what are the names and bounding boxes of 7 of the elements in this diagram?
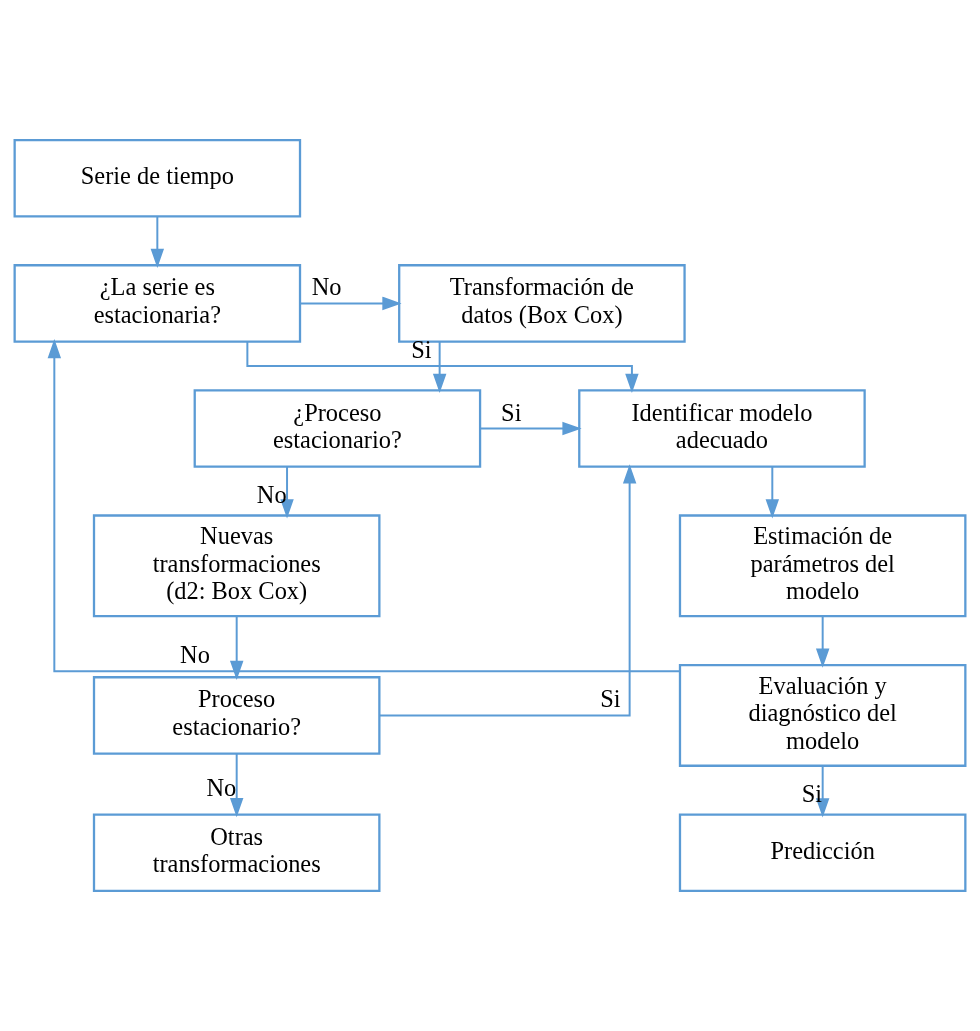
edge-label: No (311, 273, 342, 301)
edge-label: No (256, 481, 287, 509)
edge-label: Si (501, 398, 522, 426)
edge-label: No (206, 773, 237, 801)
edge-label: Si (600, 685, 621, 713)
edge-label: No (180, 641, 210, 669)
edge-label: Si (801, 780, 823, 808)
